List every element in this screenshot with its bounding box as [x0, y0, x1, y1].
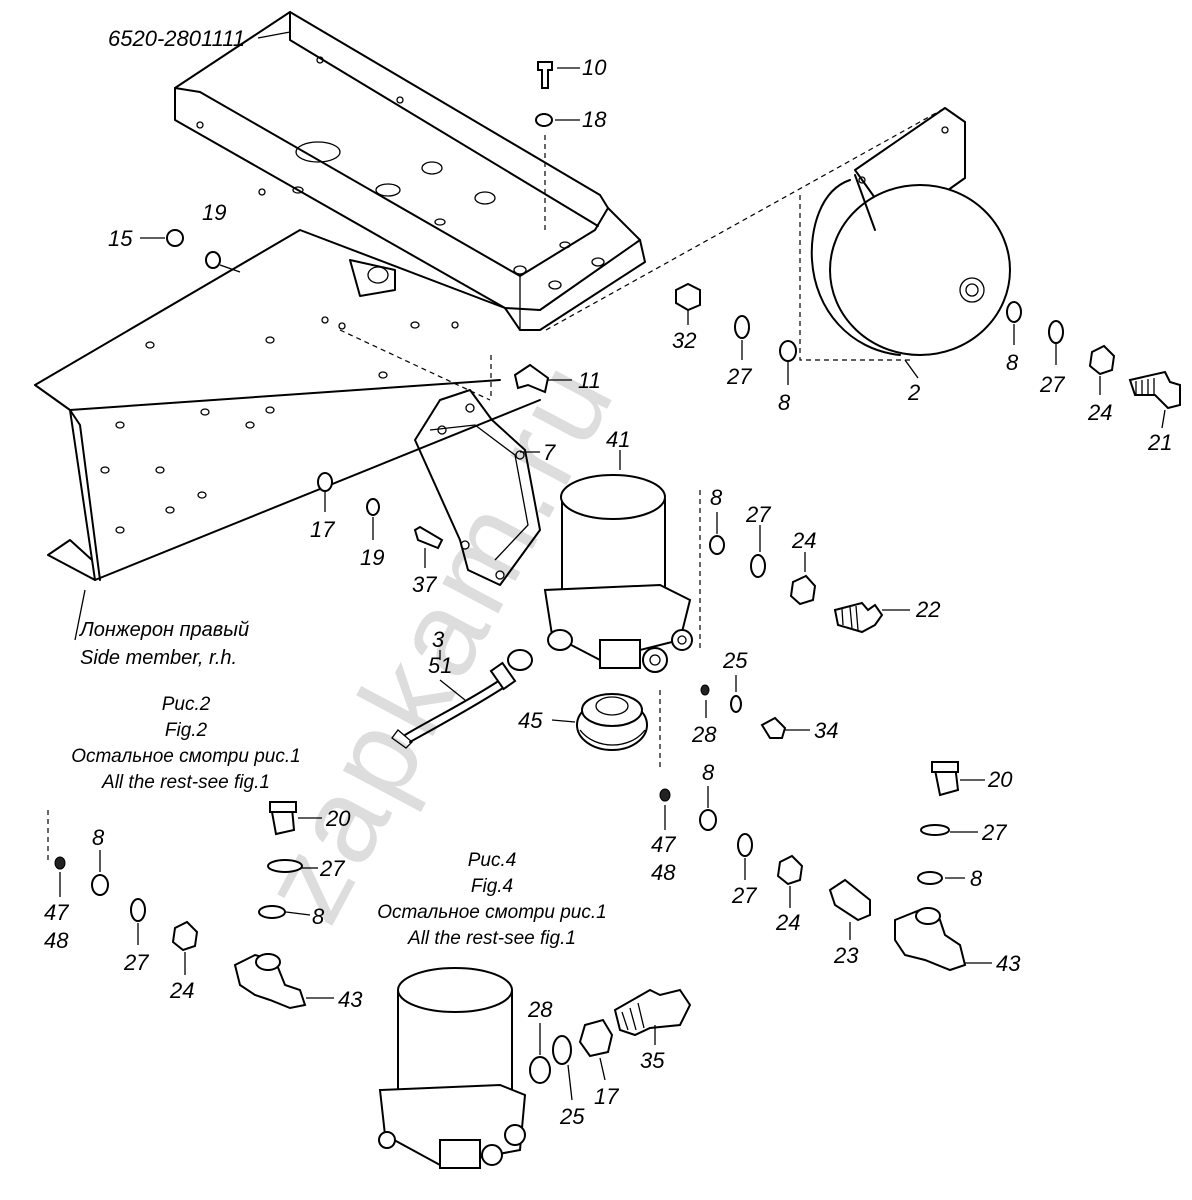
callout-27: 27	[745, 502, 771, 527]
mounting-plate	[414, 389, 541, 586]
callout-25: 25	[559, 1104, 585, 1129]
side-member-rh	[34, 229, 541, 581]
callout-47: 47	[44, 900, 69, 925]
callout-20: 20	[987, 767, 1013, 792]
callout-27: 27	[981, 820, 1007, 845]
callout-27: 27	[319, 856, 345, 881]
bolt-11	[513, 363, 550, 394]
callout-8: 8	[970, 866, 983, 891]
caption-fig4-note-ru: Остальное смотри рис.1	[377, 902, 606, 923]
callout-8: 8	[312, 904, 325, 929]
assembly-guide-line	[799, 195, 910, 361]
callout-11: 11	[578, 368, 601, 393]
valve-43-right	[894, 907, 967, 972]
callout-37: 37	[412, 572, 437, 597]
air-dryer	[543, 474, 693, 673]
callout-20: 20	[325, 806, 351, 831]
callout-15: 15	[108, 226, 133, 251]
caption-fig4-ru: Рис.4	[468, 850, 517, 871]
callout-24: 24	[791, 528, 816, 553]
caption-side-member-ru: Лонжерон правый	[78, 619, 249, 641]
callout-10: 10	[582, 55, 607, 80]
callout-28: 28	[691, 722, 717, 747]
caption-fig2-ru: Рис.2	[162, 694, 211, 715]
air-receiver	[810, 107, 1011, 356]
heater-element	[576, 693, 648, 751]
leader-lines	[59, 31, 1166, 1101]
callout-27: 27	[123, 950, 149, 975]
callout-2: 2	[907, 380, 920, 405]
callout-47: 47	[651, 832, 676, 857]
callout-8: 8	[778, 390, 791, 415]
callout-45: 45	[518, 708, 543, 733]
callout-25: 25	[722, 648, 748, 673]
caption-fig2-note-ru: Остальное смотри рис.1	[71, 746, 300, 767]
callout-41: 41	[606, 427, 630, 452]
small-parts	[54, 113, 1116, 1084]
callout-48: 48	[651, 860, 676, 885]
fitting-23	[828, 878, 871, 922]
valve-43-left	[233, 953, 307, 1010]
assembly-guide-line	[545, 107, 946, 331]
callout-22: 22	[915, 597, 940, 622]
callout-24: 24	[775, 910, 800, 935]
callout-8: 8	[1006, 350, 1019, 375]
caption-fig2-note-en: All the rest-see fig.1	[101, 772, 270, 793]
callout-24: 24	[169, 978, 194, 1003]
callout-34: 34	[814, 718, 838, 743]
caption-fig4-note-en: All the rest-see fig.1	[407, 928, 576, 949]
elbow-fitting-21	[1128, 370, 1181, 410]
callout-17: 17	[594, 1084, 619, 1109]
frame-bracket	[174, 11, 646, 331]
fitting-20-left	[269, 801, 297, 836]
callout-8: 8	[702, 760, 715, 785]
callout-28: 28	[527, 997, 553, 1022]
callout-23: 23	[833, 943, 859, 968]
callout-21: 21	[1147, 430, 1172, 455]
callout-19: 19	[360, 545, 384, 570]
callout-24: 24	[1087, 400, 1112, 425]
callout-27: 27	[726, 364, 752, 389]
callout-43: 43	[338, 987, 363, 1012]
callout-27: 27	[1039, 372, 1065, 397]
callout-27: 27	[731, 883, 757, 908]
heater-cable	[391, 649, 533, 749]
header-part-number: 6520-2801111	[108, 26, 245, 51]
caption-fig2-en: Fig.2	[165, 720, 208, 741]
callout-51: 51	[428, 653, 452, 678]
fitting-34	[760, 716, 787, 739]
callout-19: 19	[202, 200, 226, 225]
callout-43: 43	[996, 951, 1021, 976]
bolt-10	[537, 61, 553, 89]
callout-17: 17	[310, 517, 335, 542]
callout-7: 7	[543, 440, 556, 465]
callout-32: 32	[672, 328, 696, 353]
stud-37	[413, 525, 444, 550]
callout-35: 35	[640, 1048, 665, 1073]
fitting-32	[675, 282, 701, 312]
callout-3: 3	[432, 627, 445, 652]
callout-18: 18	[582, 107, 607, 132]
air-dryer-fig4	[378, 967, 527, 1169]
caption-fig4-en: Fig.4	[471, 876, 513, 897]
caption-side-member-en: Side member, r.h.	[80, 647, 237, 669]
elbow-fitting-35	[613, 988, 692, 1037]
fitting-20-right	[931, 761, 960, 797]
callout-8: 8	[92, 825, 105, 850]
callout-48: 48	[44, 928, 69, 953]
assembly-guide-line	[339, 329, 491, 401]
elbow-fitting-22	[833, 601, 884, 634]
callout-8: 8	[710, 485, 723, 510]
